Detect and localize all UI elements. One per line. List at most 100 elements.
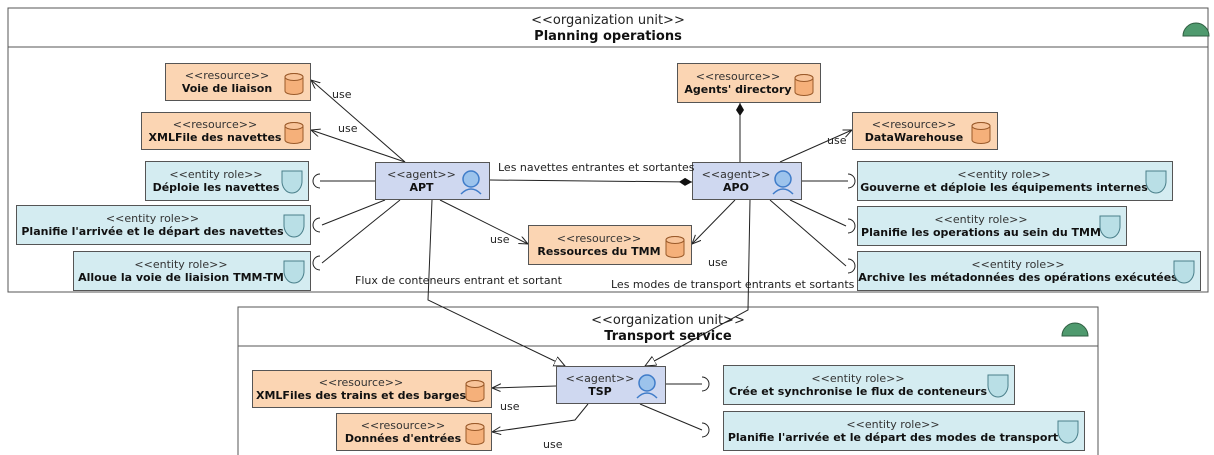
shield-icon <box>1057 420 1079 444</box>
role-edge-tsp-planifie <box>639 403 703 431</box>
agent-stereotype: <<agent>> <box>387 168 456 181</box>
use-edge-apo-datawarehouse <box>779 130 852 163</box>
edge-apt-tsp <box>427 199 565 366</box>
resource-donnees-entrees[interactable]: <<resource>> Données d'entrées <box>336 413 492 451</box>
database-icon <box>465 380 485 402</box>
shield-icon <box>283 214 305 238</box>
entity-role-name: Gouverne et déploie les équipements inte… <box>860 181 1148 194</box>
resource-agents-directory[interactable]: <<resource>> Agents' directory <box>677 63 821 103</box>
resource-name: Ressources du TMM <box>537 245 661 258</box>
entity-role-cree-synchronise[interactable]: <<entity role>> Crée et synchronise le f… <box>723 365 1015 405</box>
entity-role-stereotype: <<entity role>> <box>811 372 905 385</box>
database-icon <box>794 74 814 96</box>
org-unit-planning-frame <box>7 7 1209 293</box>
use-edge-apt-voie <box>311 80 406 163</box>
socket-icon <box>847 173 856 189</box>
socket-icon <box>847 258 856 274</box>
agent-stereotype: <<agent>> <box>701 168 771 181</box>
resource-name: Voie de liaison <box>181 82 273 95</box>
role-edge-apo-archive <box>769 199 847 267</box>
use-edge-apo-tmm <box>692 199 736 244</box>
edge-label-navettes: Les navettes entrantes et sortantes <box>498 161 695 174</box>
socket-icon <box>312 217 321 233</box>
entity-role-name: Planifie les operations au sein du TMM <box>861 226 1101 239</box>
org-unit-transport-name: Transport service <box>604 329 732 344</box>
entity-role-stereotype: <<entity role>> <box>134 258 228 271</box>
agent-apt[interactable]: <<agent>> APT <box>375 162 490 200</box>
entity-role-name: Planifie l'arrivée et le départ des nave… <box>21 225 284 238</box>
org-unit-planning-stereotype: <<organization unit>> <box>531 13 685 28</box>
use-label: use <box>490 233 510 246</box>
database-icon <box>971 122 991 144</box>
edge-label-modes: Les modes de transport entrants et sorta… <box>611 278 855 291</box>
agent-tsp[interactable]: <<agent>> TSP <box>556 366 666 404</box>
use-edge-apt-tmm <box>439 199 528 244</box>
agent-person-icon <box>636 374 658 399</box>
agent-apo[interactable]: <<agent>> APO <box>692 162 802 200</box>
entity-role-alloue-voie[interactable]: <<entity role>> Alloue la voie de liaisi… <box>73 251 311 291</box>
socket-icon <box>847 218 856 234</box>
org-unit-planning-name: Planning operations <box>534 29 682 44</box>
resource-stereotype: <<resource>> <box>556 232 642 245</box>
use-edge-tsp-donnees <box>492 403 589 432</box>
use-label: use <box>500 400 520 413</box>
resource-xmlfiles-trains-barges[interactable]: <<resource>> XMLFiles des trains et des … <box>252 370 492 408</box>
entity-role-deploie-navettes[interactable]: <<entity role>> Déploie les navettes <box>145 161 309 201</box>
edge-apt-apo <box>477 175 693 186</box>
edge-label-flux: Flux de conteneurs entrant et sortant <box>355 274 562 287</box>
use-label: use <box>338 122 358 135</box>
resource-name: DataWarehouse <box>864 131 964 144</box>
agent-name: APO <box>723 181 749 194</box>
resource-datawarehouse[interactable]: <<resource>> DataWarehouse <box>852 112 998 150</box>
resource-ressources-du-tmm[interactable]: <<resource>> Ressources du TMM <box>528 225 692 265</box>
shield-icon <box>281 170 303 194</box>
resource-stereotype: <<resource>> <box>172 118 258 131</box>
shield-icon <box>987 374 1009 398</box>
entity-role-name: Archive les métadonnées des opérations e… <box>858 271 1178 284</box>
use-label: use <box>708 256 728 269</box>
entity-role-archive[interactable]: <<entity role>> Archive les métadonnées … <box>857 251 1201 291</box>
use-label: use <box>543 438 563 451</box>
resource-stereotype: <<resource>> <box>360 419 446 432</box>
resource-voie-de-liaison[interactable]: <<resource>> Voie de liaison <box>165 63 311 101</box>
resource-name: Agents' directory <box>684 83 792 96</box>
agent-name: TSP <box>588 385 612 398</box>
entity-role-name: Crée et synchronise le flux de conteneur… <box>729 385 987 398</box>
resource-stereotype: <<resource>> <box>695 70 781 83</box>
entity-role-gouverne[interactable]: <<entity role>> Gouverne et déploie les … <box>857 161 1173 201</box>
entity-role-stereotype: <<entity role>> <box>846 418 940 431</box>
role-edge-apo-planifie <box>789 199 847 227</box>
shield-icon <box>1173 260 1195 284</box>
entity-role-planifie-modes[interactable]: <<entity role>> Planifie l'arrivée et le… <box>723 411 1085 451</box>
agent-person-icon <box>772 170 794 195</box>
role-edge-apt-planifie <box>321 199 386 226</box>
entity-role-planifie-operations[interactable]: <<entity role>> Planifie les operations … <box>857 206 1127 246</box>
entity-role-stereotype: <<entity role>> <box>169 168 263 181</box>
database-icon <box>284 73 304 95</box>
org-unit-transport-header: <<organization unit>> Transport service <box>238 313 1098 345</box>
edge-apo-tsp <box>645 199 751 366</box>
socket-icon <box>701 376 710 392</box>
socket-icon <box>312 255 321 271</box>
use-label: use <box>827 134 847 147</box>
shield-icon <box>283 260 305 284</box>
entity-role-stereotype: <<entity role>> <box>957 168 1051 181</box>
resource-name: XMLFiles des trains et des barges <box>256 389 466 402</box>
entity-role-planifie-navettes[interactable]: <<entity role>> Planifie l'arrivée et le… <box>16 205 311 245</box>
database-icon <box>465 423 485 445</box>
entity-role-name: Déploie les navettes <box>152 181 280 194</box>
org-unit-transport-frame <box>237 306 1099 455</box>
use-edge-apt-xmlfile <box>311 130 406 163</box>
org-unit-transport-icon <box>1061 322 1089 337</box>
resource-stereotype: <<resource>> <box>184 69 270 82</box>
entity-role-stereotype: <<entity role>> <box>105 212 200 225</box>
entity-role-stereotype: <<entity role>> <box>971 258 1065 271</box>
org-unit-planning-icon <box>1182 22 1210 37</box>
entity-role-stereotype: <<entity role>> <box>934 213 1028 226</box>
use-edge-tsp-xmlfiles <box>492 386 557 388</box>
resource-xmlfile-des-navettes[interactable]: <<resource>> XMLFile des navettes <box>141 112 311 150</box>
database-icon <box>284 122 304 144</box>
shield-icon <box>1099 215 1121 239</box>
